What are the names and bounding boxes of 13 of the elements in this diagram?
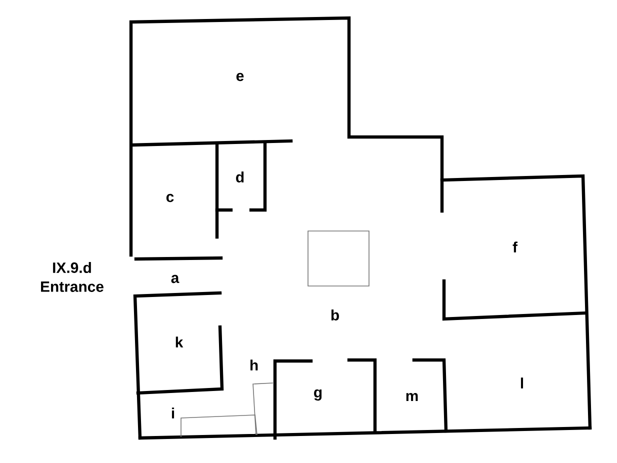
- room-label: m: [406, 392, 418, 402]
- room-label: c: [166, 194, 174, 202]
- entrance-label: IX.9.d Entrance: [41, 262, 104, 292]
- room-label: k: [176, 336, 184, 348]
- room-label: g: [314, 389, 322, 401]
- room-label: d: [236, 172, 244, 182]
- room-label: e: [236, 72, 244, 82]
- room-label: b: [331, 310, 339, 320]
- room-label: f: [512, 242, 518, 252]
- room-label: h: [250, 360, 258, 370]
- room-label: i: [172, 408, 174, 418]
- room-label: a: [171, 274, 180, 284]
- room-label: l: [520, 378, 524, 388]
